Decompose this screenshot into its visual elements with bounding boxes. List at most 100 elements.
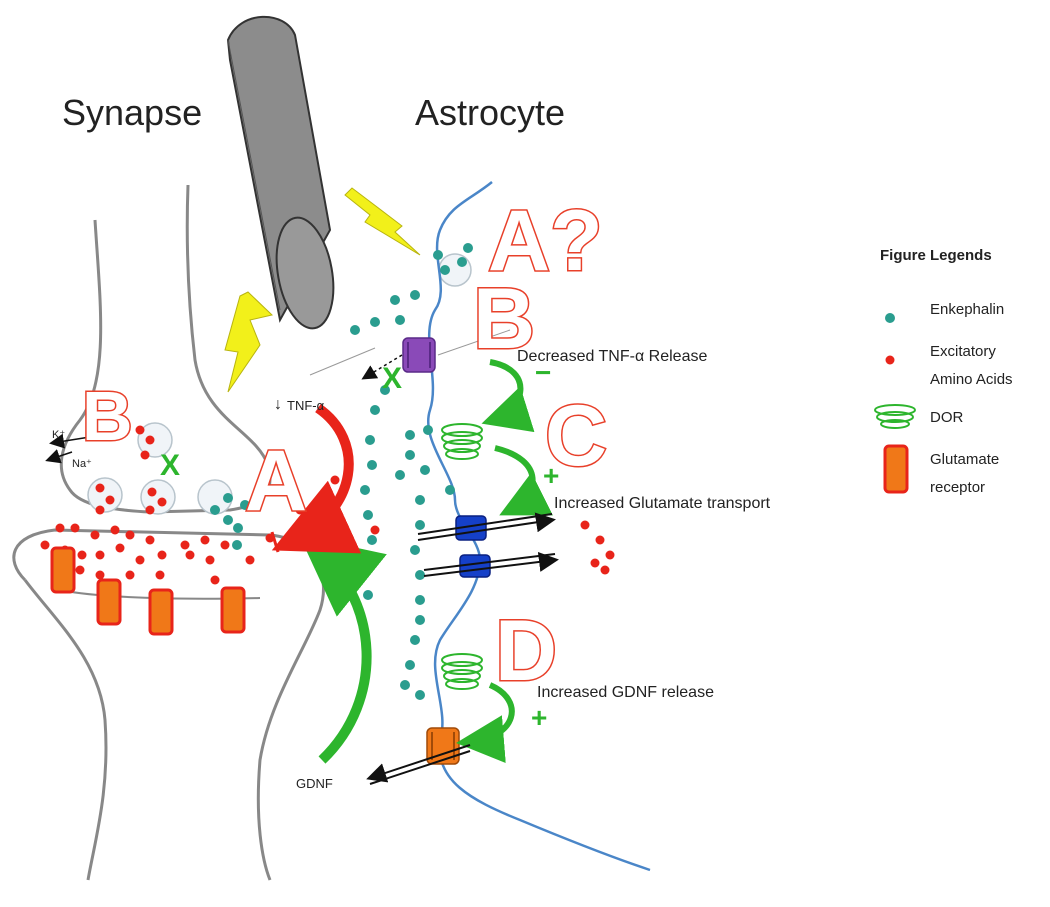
enkephalin-dot bbox=[415, 570, 425, 580]
arrow-line bbox=[423, 553, 556, 571]
enkephalin-dot bbox=[360, 565, 370, 575]
glutamate-receptor-icon bbox=[50, 546, 76, 594]
marker-b-astrocyte: B bbox=[473, 271, 535, 367]
postsynaptic-membrane-left bbox=[23, 579, 108, 881]
tnf-release-label: Decreased TNF-α Release bbox=[517, 348, 707, 365]
lightning-icon bbox=[224, 291, 274, 393]
arrow-icon bbox=[481, 359, 535, 433]
arrow-icon bbox=[49, 433, 91, 449]
enkephalin-dot bbox=[390, 295, 400, 305]
synapse-title: Synapse bbox=[62, 92, 202, 133]
excitatory-dot bbox=[145, 505, 155, 515]
enkephalin-dot bbox=[423, 425, 433, 435]
lightning-icon bbox=[344, 187, 421, 256]
gdnf-label: GDNF bbox=[296, 776, 333, 791]
dor-icon bbox=[441, 653, 483, 690]
glutamate-receptors bbox=[50, 546, 246, 636]
excitatory-dot bbox=[590, 558, 600, 568]
enkephalin-dot bbox=[370, 405, 380, 415]
excitatory-dot bbox=[370, 525, 380, 535]
excitatory-dot bbox=[140, 450, 150, 460]
na-ion-label: Na⁺ bbox=[72, 458, 92, 470]
enkephalin-dot bbox=[410, 635, 420, 645]
glutamate-receptor-icon bbox=[96, 578, 122, 626]
excitatory-dot bbox=[95, 505, 105, 515]
enkephalin-dot bbox=[445, 485, 455, 495]
arrow-icon bbox=[361, 354, 403, 380]
enkephalin-dot bbox=[410, 290, 420, 300]
excitatory-dot bbox=[180, 540, 190, 550]
excitatory-dot bbox=[90, 530, 100, 540]
enkephalin-dot bbox=[433, 250, 443, 260]
excitatory-dot bbox=[75, 565, 85, 575]
excitatory-dot bbox=[600, 565, 610, 575]
dor-icon bbox=[441, 423, 483, 460]
enkephalin-dot bbox=[365, 435, 375, 445]
vesicles bbox=[87, 253, 472, 515]
marker-c: C bbox=[545, 388, 607, 484]
pointer-line bbox=[309, 347, 376, 376]
excitatory-dot bbox=[135, 425, 145, 435]
marker-b-synapse: B bbox=[82, 377, 133, 455]
arrow-line bbox=[417, 513, 553, 535]
arrow-icon bbox=[456, 682, 515, 764]
excitatory-dot bbox=[105, 495, 115, 505]
excitatory-dot bbox=[220, 540, 230, 550]
enkephalin-dot bbox=[370, 317, 380, 327]
enkephalin-dot bbox=[440, 265, 450, 275]
enkephalin-dot bbox=[233, 523, 243, 533]
excitatory-dot bbox=[77, 550, 87, 560]
glutamate-receptor-icon bbox=[220, 586, 246, 634]
arrow-icon bbox=[45, 449, 73, 464]
excitatory-dot bbox=[157, 497, 167, 507]
excitatory-dot bbox=[125, 570, 135, 580]
tnf-channel-icon bbox=[402, 337, 436, 373]
arrow-icon bbox=[366, 744, 471, 783]
enkephalin-dot bbox=[367, 535, 377, 545]
excitatory-dot bbox=[145, 535, 155, 545]
legend-receptor-label-2: receptor bbox=[930, 479, 985, 496]
marker-a-synapse: A bbox=[245, 433, 307, 529]
pointer-line bbox=[437, 329, 511, 356]
marker-a-question: A? bbox=[488, 193, 603, 289]
minus-sign: − bbox=[535, 357, 551, 388]
legend-enkephalin-swatch bbox=[885, 313, 895, 323]
excitatory-dot bbox=[330, 475, 340, 485]
legend-dor-swatch bbox=[874, 404, 916, 429]
marker-d: D bbox=[495, 603, 557, 699]
electrode-icon bbox=[226, 15, 335, 330]
excitatory-dot bbox=[595, 535, 605, 545]
enkephalin-dot bbox=[395, 470, 405, 480]
glutamate-receptor-icon bbox=[148, 588, 174, 636]
enkephalin-dot bbox=[415, 520, 425, 530]
enkephalin-dot bbox=[400, 680, 410, 690]
excitatory-dot bbox=[95, 550, 105, 560]
enkephalin-dot bbox=[463, 243, 473, 253]
tnf-down-arrow: ↓ bbox=[274, 396, 282, 413]
enkephalin-dot bbox=[350, 325, 360, 335]
plus-sign-d: + bbox=[531, 702, 547, 733]
enkephalin-dot bbox=[410, 545, 420, 555]
excitatory-dot bbox=[55, 523, 65, 533]
enkephalin-dot bbox=[415, 615, 425, 625]
legend-title: Figure Legends bbox=[880, 247, 992, 264]
legend-excitatory-swatch bbox=[885, 355, 895, 365]
tnf-label: TNF-α bbox=[287, 398, 325, 413]
enkephalin-dot bbox=[223, 515, 233, 525]
astrocyte-title: Astrocyte bbox=[415, 92, 565, 133]
enkephalin-dot bbox=[232, 540, 242, 550]
enkephalin-dot bbox=[240, 500, 250, 510]
excitatory-dot bbox=[95, 483, 105, 493]
x-mark-synapse: X bbox=[160, 449, 180, 482]
enkephalin-dot bbox=[367, 460, 377, 470]
enkephalin-dot bbox=[415, 495, 425, 505]
enkephalin-dot bbox=[363, 510, 373, 520]
excitatory-dot bbox=[157, 550, 167, 560]
enkephalin-dot bbox=[415, 595, 425, 605]
legend-receptor-swatch bbox=[883, 444, 909, 494]
excitatory-dot bbox=[605, 550, 615, 560]
excitatory-dot bbox=[245, 555, 255, 565]
arrow-icon bbox=[423, 552, 559, 577]
enkephalin-dot bbox=[405, 430, 415, 440]
